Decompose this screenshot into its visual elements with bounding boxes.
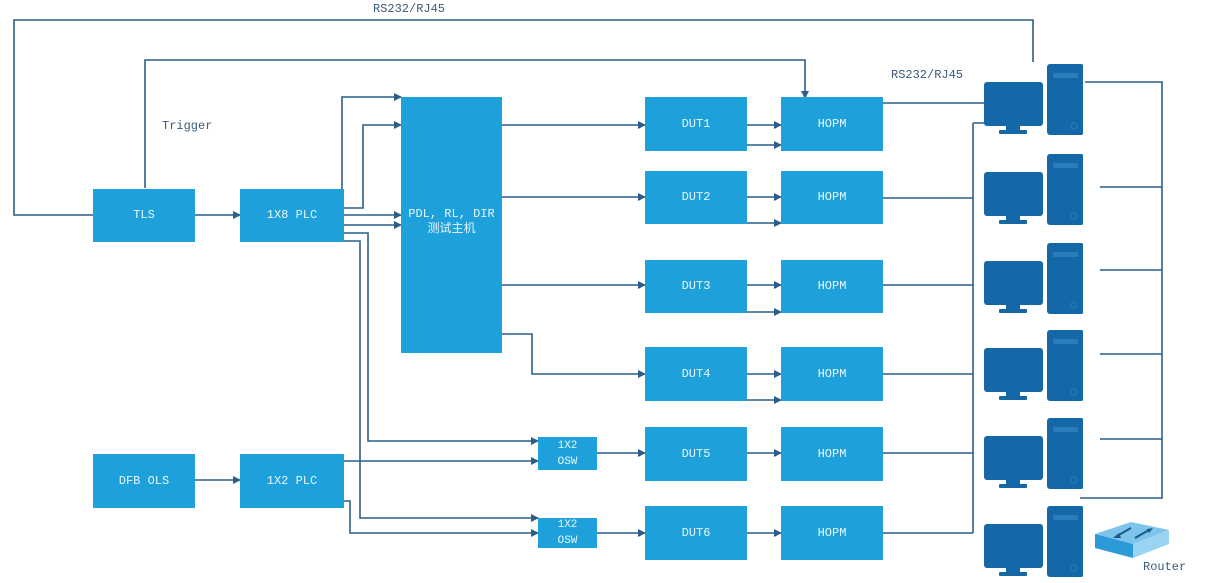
dut-box: DUT2	[645, 171, 747, 224]
hopm-box: HOPM	[781, 506, 883, 560]
desktop-computer-icon	[984, 506, 1083, 577]
desktop-computer-icon	[984, 243, 1083, 314]
tls-box: TLS	[93, 189, 195, 242]
dut-box: DUT1	[645, 97, 747, 151]
hopm-box: HOPM	[781, 427, 883, 481]
router-label: Router	[1143, 560, 1187, 574]
desktop-computer-icon	[984, 154, 1083, 225]
hopm-box: HOPM	[781, 347, 883, 401]
desktop-computer-icon	[984, 418, 1083, 489]
dut-box: DUT6	[645, 506, 747, 560]
osw-box-2: 1X2 OSW	[538, 518, 597, 548]
router-icon	[1095, 522, 1169, 558]
desktop-computer-icon	[984, 330, 1083, 401]
osw-box-1: 1X2 OSW	[538, 437, 597, 470]
dut-box: DUT3	[645, 260, 747, 313]
test-host-box: PDL, RL, DIR 测试主机	[401, 97, 502, 353]
line-trigger	[144, 59, 809, 188]
plc-1x8-box: 1X8 PLC	[240, 189, 344, 242]
rs232-top-label: RS232/RJ45	[373, 2, 446, 16]
dut-box: DUT4	[645, 347, 747, 401]
rs232-right-label: RS232/RJ45	[891, 68, 964, 82]
dfb-ols-box: DFB OLS	[93, 454, 195, 508]
plc-1x2-box: 1X2 PLC	[240, 454, 344, 508]
hopm-box: HOPM	[781, 97, 883, 151]
line-rs232-top	[13, 19, 1034, 216]
dut-box: DUT5	[645, 427, 747, 481]
desktop-computer-icon	[984, 64, 1083, 135]
hopm-box: HOPM	[781, 260, 883, 313]
trigger-label: Trigger	[162, 119, 213, 133]
line-plc-host-1	[341, 93, 402, 209]
hopm-box: HOPM	[781, 171, 883, 224]
